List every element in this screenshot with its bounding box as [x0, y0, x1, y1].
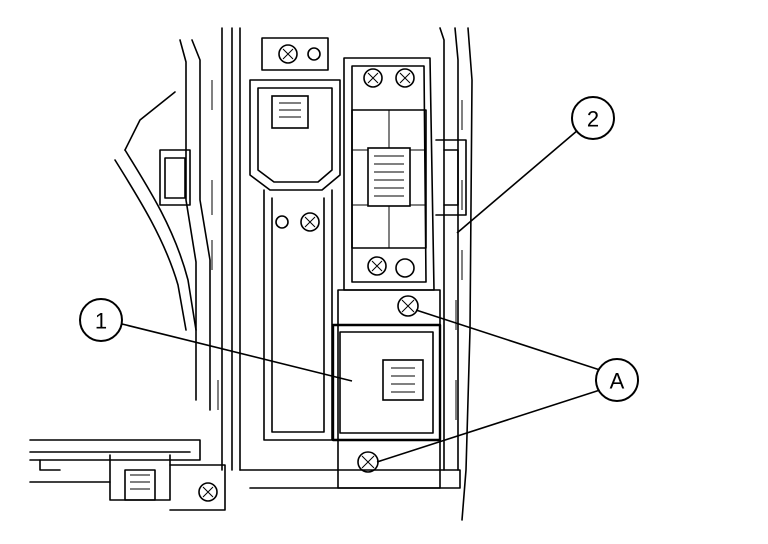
leader-2: [456, 129, 579, 234]
leader-lines: [121, 129, 601, 463]
upper-bracket: [249, 37, 341, 441]
callout-2: 2: [571, 96, 615, 140]
callout-1: 1: [79, 298, 123, 342]
vertical-rails: [211, 27, 473, 521]
callout-2-label: 2: [587, 107, 599, 132]
leader-A-lower: [376, 389, 601, 463]
callout-A: A: [595, 358, 639, 402]
left-housing: [29, 39, 226, 511]
connector-icon: [382, 359, 424, 401]
central-module: [343, 57, 467, 291]
connector-icon: [271, 95, 309, 129]
callout-1-label: 1: [95, 309, 107, 334]
callout-A-label: A: [610, 369, 625, 394]
leader-A-upper: [415, 309, 601, 371]
connector-icon: [367, 147, 411, 207]
leader-1: [121, 323, 353, 382]
lower-plate: [239, 289, 461, 489]
